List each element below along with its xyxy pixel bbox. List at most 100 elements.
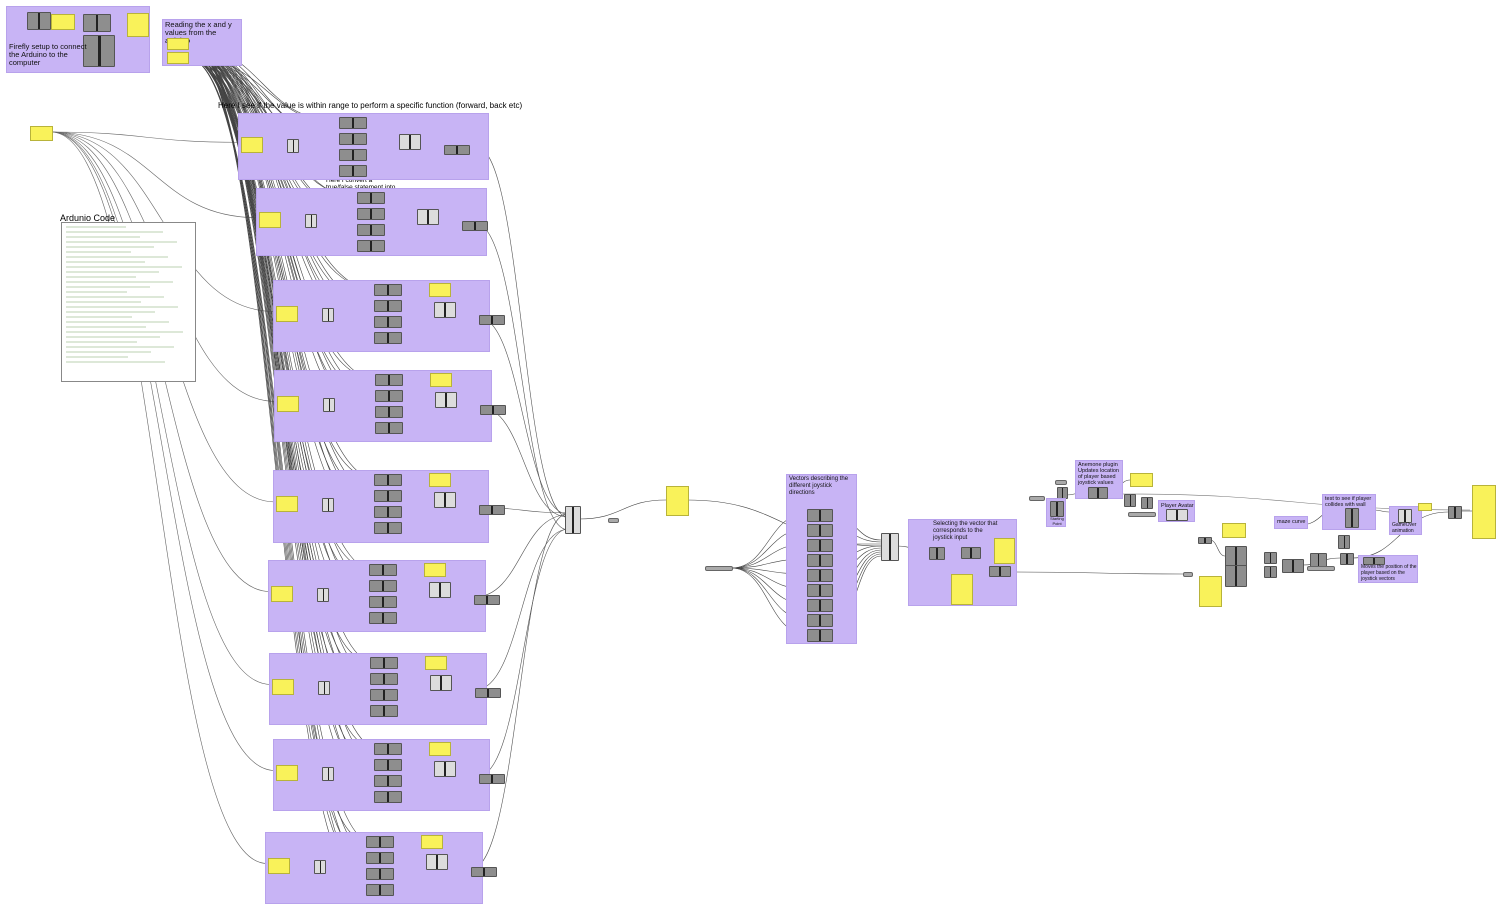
component[interactable] xyxy=(479,505,505,515)
component[interactable] xyxy=(366,868,394,880)
panel[interactable] xyxy=(1222,523,1246,538)
panel[interactable] xyxy=(1199,576,1222,607)
component[interactable] xyxy=(314,860,326,874)
component[interactable] xyxy=(375,422,403,434)
vector-component[interactable] xyxy=(807,599,833,612)
component[interactable] xyxy=(369,580,397,592)
component[interactable] xyxy=(357,240,385,252)
panel-merged[interactable] xyxy=(666,486,689,516)
component[interactable] xyxy=(83,14,111,32)
component[interactable] xyxy=(1398,509,1412,523)
panel[interactable] xyxy=(429,473,451,487)
vector-component[interactable] xyxy=(807,554,833,567)
component[interactable] xyxy=(462,221,488,231)
panel[interactable] xyxy=(424,563,446,577)
component[interactable] xyxy=(399,134,421,150)
component[interactable] xyxy=(375,406,403,418)
component[interactable] xyxy=(27,12,51,30)
component[interactable] xyxy=(369,612,397,624)
group-anemone[interactable]: Anemone plugin Updates location of playe… xyxy=(1075,460,1123,499)
component[interactable] xyxy=(434,302,456,318)
component[interactable] xyxy=(434,761,456,777)
slider[interactable] xyxy=(1307,566,1335,571)
component[interactable] xyxy=(417,209,439,225)
merge-component[interactable] xyxy=(565,506,581,534)
vector-component[interactable] xyxy=(807,569,833,582)
component[interactable] xyxy=(369,564,397,576)
component[interactable] xyxy=(317,588,329,602)
panel[interactable] xyxy=(994,538,1015,564)
panel-output[interactable] xyxy=(1472,485,1496,539)
component[interactable] xyxy=(375,374,403,386)
component[interactable] xyxy=(1088,487,1108,499)
component[interactable] xyxy=(322,767,334,781)
component[interactable] xyxy=(1166,509,1188,521)
panel[interactable] xyxy=(429,742,451,756)
group-vectors[interactable]: Vectors describing the different joystic… xyxy=(786,474,857,644)
group-range-block[interactable] xyxy=(265,832,483,904)
group-range-block[interactable] xyxy=(256,188,487,256)
component[interactable] xyxy=(479,774,505,784)
component[interactable] xyxy=(1310,553,1327,567)
panel-input[interactable] xyxy=(30,126,53,141)
component[interactable] xyxy=(434,492,456,508)
component[interactable] xyxy=(374,284,402,296)
component[interactable] xyxy=(1340,553,1354,565)
list-item-component[interactable] xyxy=(881,533,899,561)
relay[interactable] xyxy=(1183,572,1193,577)
component[interactable] xyxy=(357,224,385,236)
component[interactable] xyxy=(374,490,402,502)
group-collision[interactable]: test to see if player collides with wall xyxy=(1322,494,1376,530)
component[interactable] xyxy=(444,145,470,155)
component[interactable] xyxy=(305,214,317,228)
relay[interactable] xyxy=(608,518,619,523)
panel[interactable] xyxy=(425,656,447,670)
group-range-block[interactable] xyxy=(269,653,487,725)
group-starting-point[interactable]: Starting Point xyxy=(1046,498,1066,527)
component[interactable] xyxy=(435,392,457,408)
component[interactable] xyxy=(370,657,398,669)
component[interactable] xyxy=(374,474,402,486)
slider[interactable] xyxy=(705,566,733,571)
panel-x[interactable] xyxy=(167,38,189,50)
vector-component[interactable] xyxy=(807,584,833,597)
component[interactable] xyxy=(480,405,506,415)
component[interactable] xyxy=(339,133,367,145)
component[interactable] xyxy=(369,596,397,608)
panel-range[interactable] xyxy=(277,396,299,412)
panel-range[interactable] xyxy=(268,858,290,874)
panel-range[interactable] xyxy=(276,496,298,512)
component[interactable] xyxy=(366,836,394,848)
panel-range[interactable] xyxy=(259,212,281,228)
vector-component[interactable] xyxy=(807,614,833,627)
component[interactable] xyxy=(471,867,497,877)
component[interactable] xyxy=(374,332,402,344)
component[interactable] xyxy=(374,316,402,328)
toggle[interactable] xyxy=(1055,480,1067,485)
component[interactable] xyxy=(339,149,367,161)
group-range-block[interactable] xyxy=(274,370,492,442)
component[interactable] xyxy=(989,566,1011,577)
panel-range[interactable] xyxy=(241,137,263,153)
component[interactable] xyxy=(366,884,394,896)
group-range-block[interactable] xyxy=(273,280,490,352)
component[interactable] xyxy=(374,775,402,787)
component[interactable] xyxy=(1282,559,1304,573)
component[interactable] xyxy=(929,547,945,560)
slider[interactable] xyxy=(1029,496,1045,501)
vector-component[interactable] xyxy=(807,539,833,552)
panel[interactable] xyxy=(421,835,443,849)
component[interactable] xyxy=(374,759,402,771)
component[interactable] xyxy=(374,506,402,518)
component[interactable] xyxy=(961,547,981,559)
group-moves[interactable]: Moves the position of the player based o… xyxy=(1358,555,1418,583)
component[interactable] xyxy=(1264,566,1277,578)
component[interactable] xyxy=(322,498,334,512)
component[interactable] xyxy=(318,681,330,695)
panel-range[interactable] xyxy=(276,306,298,322)
component[interactable] xyxy=(1264,552,1277,564)
panel[interactable] xyxy=(430,373,452,387)
component[interactable] xyxy=(1225,565,1247,587)
component[interactable] xyxy=(374,300,402,312)
